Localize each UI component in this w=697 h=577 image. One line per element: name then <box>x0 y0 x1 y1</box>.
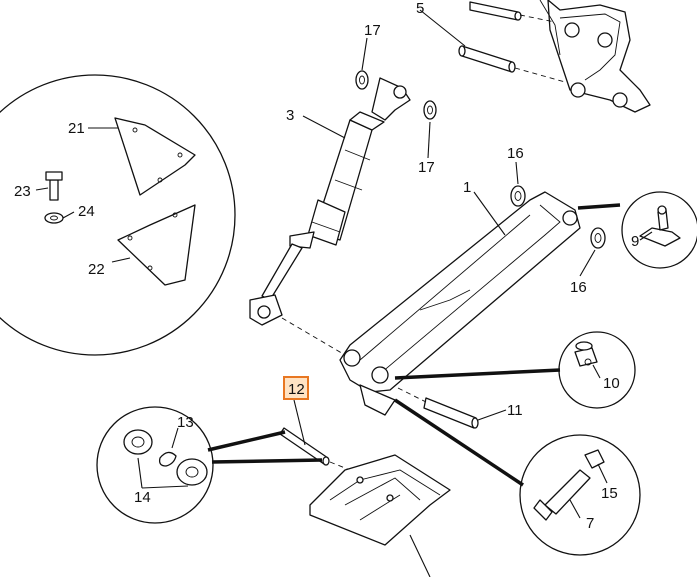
label-14: 14 <box>134 489 151 506</box>
washer-17-upper <box>355 70 369 90</box>
detail-circle-washers <box>96 406 214 524</box>
label-17-lower: 17 <box>418 159 435 176</box>
label-24: 24 <box>78 203 95 220</box>
label-7: 7 <box>586 515 594 532</box>
label-1: 1 <box>463 179 471 196</box>
leader-band-9 <box>577 203 621 210</box>
detail-circle-grease-nipple-9 <box>621 191 697 269</box>
label-17-upper: 17 <box>364 22 381 39</box>
highlight-box-12 <box>283 376 309 400</box>
detail-circle-left <box>0 74 236 356</box>
leader-band-washers-b <box>211 458 323 464</box>
leader-band-10 <box>394 368 561 380</box>
foot-plate <box>309 454 451 577</box>
washer-16-upper <box>510 185 526 207</box>
label-16-upper: 16 <box>507 145 524 162</box>
hydraulic-cylinder <box>249 77 411 356</box>
label-21: 21 <box>68 120 85 137</box>
leader-band-washers-a <box>207 430 286 452</box>
pin-11 <box>397 387 479 429</box>
label-11: 11 <box>507 402 523 419</box>
label-9: 9 <box>631 233 639 250</box>
label-10: 10 <box>603 375 620 392</box>
label-15: 15 <box>601 485 618 502</box>
washer-17-lower <box>423 100 437 120</box>
pin-5 <box>458 14 566 83</box>
leader-band-bolt <box>394 398 524 487</box>
pin-5-upper <box>469 1 522 21</box>
label-16-lower: 16 <box>570 279 587 296</box>
mounting-bracket <box>539 0 651 113</box>
label-12: 12 <box>288 381 305 398</box>
label-13: 13 <box>177 414 194 431</box>
lift-arm <box>339 191 581 416</box>
label-22: 22 <box>88 261 105 278</box>
washer-16-lower <box>590 227 606 249</box>
label-23: 23 <box>14 183 31 200</box>
detail-circle-bolt <box>519 434 641 556</box>
label-5: 5 <box>416 0 424 17</box>
detail-circle-grease-nipple-10 <box>558 331 636 409</box>
label-3: 3 <box>286 107 294 124</box>
